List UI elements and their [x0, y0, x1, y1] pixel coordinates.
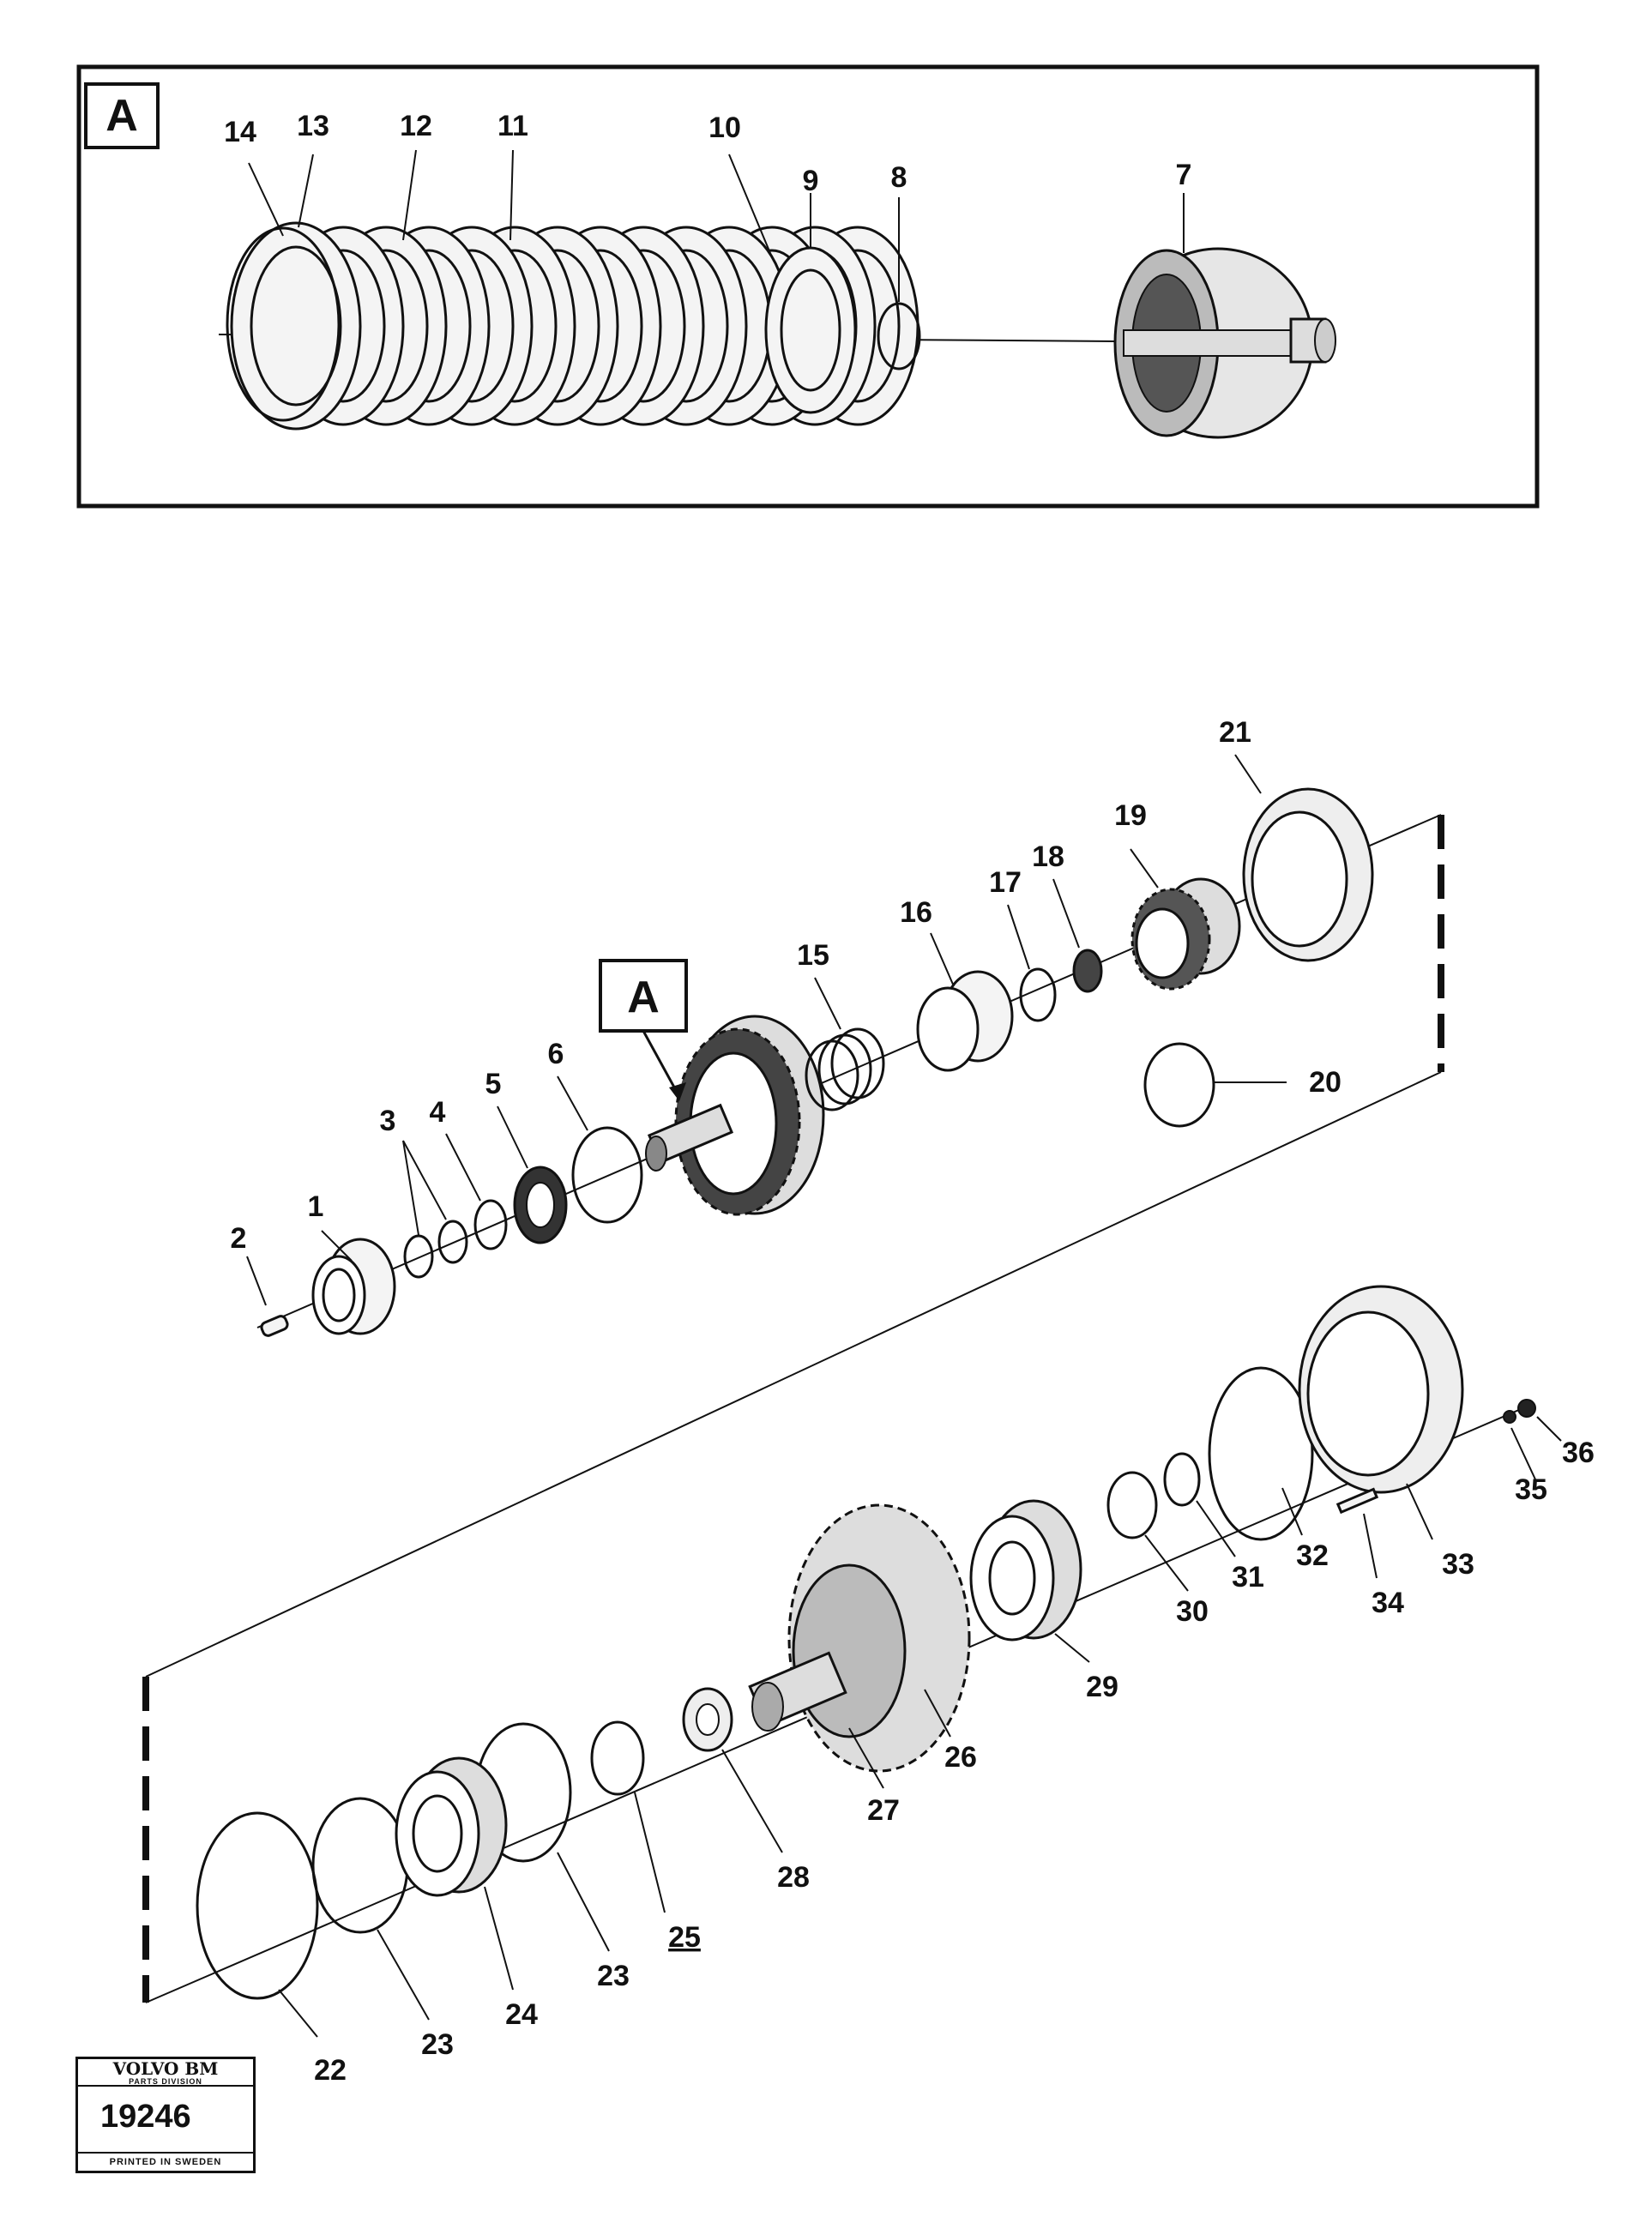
label-13: 13	[297, 110, 329, 142]
detail-tag-box	[84, 82, 160, 149]
label-3: 3	[380, 1105, 396, 1137]
label-31: 31	[1232, 1561, 1264, 1593]
o-ring-8	[877, 302, 921, 370]
label-26: 26	[944, 1741, 977, 1774]
label-18: 18	[1032, 840, 1064, 873]
label-11: 11	[497, 110, 528, 142]
washer-4	[473, 1199, 508, 1250]
label-2: 2	[231, 1222, 247, 1255]
label-15: 15	[797, 939, 829, 972]
label-8: 8	[891, 161, 907, 194]
label-23a: 23	[421, 2028, 454, 2061]
gear-shaft-26-27	[748, 1503, 971, 1773]
label-9: 9	[803, 165, 819, 197]
nut-36	[1517, 1399, 1536, 1418]
detail-box-a: A	[76, 64, 1540, 509]
needle-bearing-18	[1072, 949, 1103, 993]
label-29: 29	[1086, 1671, 1118, 1703]
main-leaders	[246, 754, 1562, 2038]
stamp-number: 19246	[100, 2099, 191, 2135]
upper-axis	[256, 814, 1442, 1328]
bearing-24	[395, 1756, 508, 1897]
label-33: 33	[1442, 1548, 1474, 1581]
label-19: 19	[1114, 799, 1147, 832]
stamp-footer: PRINTED IN SWEDEN	[78, 2152, 253, 2171]
label-36: 36	[1562, 1437, 1595, 1469]
snap-ring-22	[196, 1811, 319, 2000]
label-14: 14	[224, 116, 256, 148]
ring-30	[1106, 1471, 1158, 1539]
label-1: 1	[308, 1190, 324, 1223]
stamp-brand: VOLVO BM	[112, 2058, 219, 2079]
pin-2	[260, 1315, 289, 1337]
label-6: 6	[548, 1038, 564, 1070]
callout-a-label: A	[627, 973, 660, 1022]
ring-23a	[311, 1797, 409, 1934]
label-27: 27	[867, 1794, 900, 1827]
ring-3a	[403, 1234, 434, 1279]
bearing-1	[311, 1238, 396, 1335]
gear-19	[1130, 877, 1241, 991]
main-exploded-view: A	[142, 716, 1595, 2087]
label-22: 22	[314, 2054, 347, 2087]
spring-15	[805, 1027, 885, 1111]
clutch-disc-stack	[226, 221, 919, 431]
label-32: 32	[1296, 1539, 1329, 1572]
connector-diagonal	[145, 1071, 1442, 1678]
washer-35	[1503, 1410, 1516, 1424]
bushing-16	[916, 970, 1014, 1072]
bearing-29	[969, 1499, 1082, 1642]
detail-tag-label: A	[106, 91, 138, 141]
label-23b: 23	[597, 1960, 630, 1992]
label-28: 28	[777, 1861, 810, 1894]
ring-31	[1163, 1452, 1201, 1507]
gasket-32	[1208, 1366, 1314, 1541]
label-25: 25	[668, 1921, 701, 1954]
stud-34	[1335, 1487, 1379, 1515]
label-4: 4	[430, 1096, 446, 1129]
housing-ring-21	[1242, 787, 1374, 962]
callout-a-box	[599, 959, 688, 1033]
parts-division-stamp: VOLVO BM PARTS DIVISION 19246 PRINTED IN…	[75, 2057, 256, 2173]
snap-ring-17	[1019, 967, 1057, 1022]
label-16: 16	[900, 896, 932, 929]
cover-33	[1298, 1285, 1464, 1494]
label-34: 34	[1372, 1587, 1404, 1619]
ring-25	[590, 1720, 645, 1796]
label-12: 12	[400, 110, 432, 142]
ring-20	[1143, 1042, 1215, 1128]
detail-leaders	[248, 149, 1185, 302]
clutch-drum-7	[1113, 247, 1336, 439]
stamp-header: VOLVO BM PARTS DIVISION	[78, 2059, 253, 2087]
label-7: 7	[1176, 159, 1192, 191]
label-17: 17	[989, 866, 1022, 899]
label-21: 21	[1219, 716, 1251, 749]
label-30: 30	[1176, 1595, 1209, 1628]
snap-ring-6	[571, 1126, 643, 1224]
label-10: 10	[708, 111, 741, 144]
label-24: 24	[505, 1998, 538, 2031]
label-5: 5	[485, 1068, 502, 1100]
label-35: 35	[1515, 1473, 1547, 1506]
label-20: 20	[1309, 1066, 1341, 1099]
clutch-assembly-a	[645, 1015, 825, 1216]
stamp-division: PARTS DIVISION	[129, 2077, 202, 2086]
ring-3b	[437, 1220, 468, 1264]
